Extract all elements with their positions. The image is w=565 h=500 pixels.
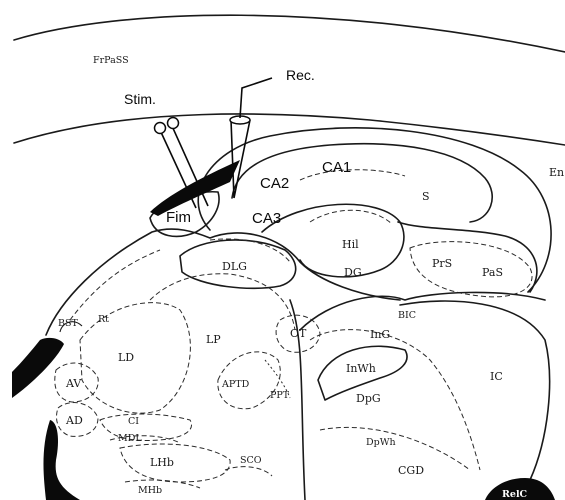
dpg-dashed	[310, 330, 480, 470]
lhb-dashed	[120, 444, 230, 482]
relc-label: RelC	[502, 489, 528, 500]
dlg-label: DLG	[222, 260, 247, 273]
mhb-dashed	[125, 480, 200, 488]
hilus-contour	[262, 204, 404, 277]
ca2-label: CA2	[260, 175, 289, 192]
cgd-label: CGD	[398, 464, 424, 477]
lp-label: LP	[206, 333, 221, 346]
ld-dashed	[80, 303, 190, 413]
frpass-label: FrPaSS	[93, 55, 129, 66]
rec-lead	[240, 78, 272, 118]
ot-label: OT	[290, 327, 307, 340]
prs-contour	[410, 242, 532, 297]
dg-label: DG	[344, 266, 362, 279]
s-label: S	[422, 190, 430, 203]
sco-dashed	[225, 467, 272, 476]
aptd-label: APTD	[221, 379, 250, 390]
bic-label: BIC	[398, 310, 416, 321]
rec-pipette	[231, 120, 250, 198]
mdl-label: MDL	[118, 433, 142, 444]
dpwh-label: DpWh	[366, 437, 396, 448]
hil-label: Hil	[342, 238, 359, 251]
lp-dashed	[150, 274, 295, 330]
prs-label: PrS	[432, 257, 452, 270]
fim-label: Fim	[166, 209, 191, 226]
pas-label: PaS	[482, 266, 503, 279]
ic-contour	[400, 301, 550, 480]
dpwh-dashed	[320, 427, 470, 470]
ic-label: IC	[490, 370, 503, 383]
cortex-outer-contour	[14, 15, 565, 52]
mhb-label: MHb	[138, 485, 162, 496]
dpg-label: DpG	[356, 392, 381, 405]
rt-dashed	[70, 250, 160, 320]
en-label: En	[549, 166, 564, 179]
ca-field-dashed	[300, 170, 405, 180]
stim-tip-2	[168, 118, 179, 129]
ppt-label: PPT	[270, 390, 290, 401]
bst-label: BST	[58, 318, 78, 329]
stim-label: Stim.	[124, 91, 156, 107]
ci-dashed	[100, 414, 192, 440]
rt-label: Rt	[98, 314, 109, 325]
ventricle-ink-upper	[12, 338, 64, 398]
ad-label: AD	[65, 414, 83, 427]
ing-label: InG	[370, 328, 390, 341]
ca1-label: CA1	[322, 159, 351, 176]
lhb-label: LHb	[150, 456, 174, 469]
ci-label: CI	[128, 416, 139, 427]
ventricle-ink-lower	[44, 420, 81, 500]
inwh-label: InWh	[346, 362, 376, 375]
av-label: AV	[65, 377, 82, 390]
sco-label: SCO	[240, 455, 262, 466]
subiculum-contour	[398, 222, 537, 292]
stim-tip-1	[155, 123, 166, 134]
hilus-dashed	[310, 210, 392, 224]
ld-label: LD	[118, 351, 134, 364]
cortex-white-matter-contour	[14, 114, 565, 145]
rec-label: Rec.	[286, 67, 315, 83]
ca3-label: CA3	[252, 210, 281, 227]
